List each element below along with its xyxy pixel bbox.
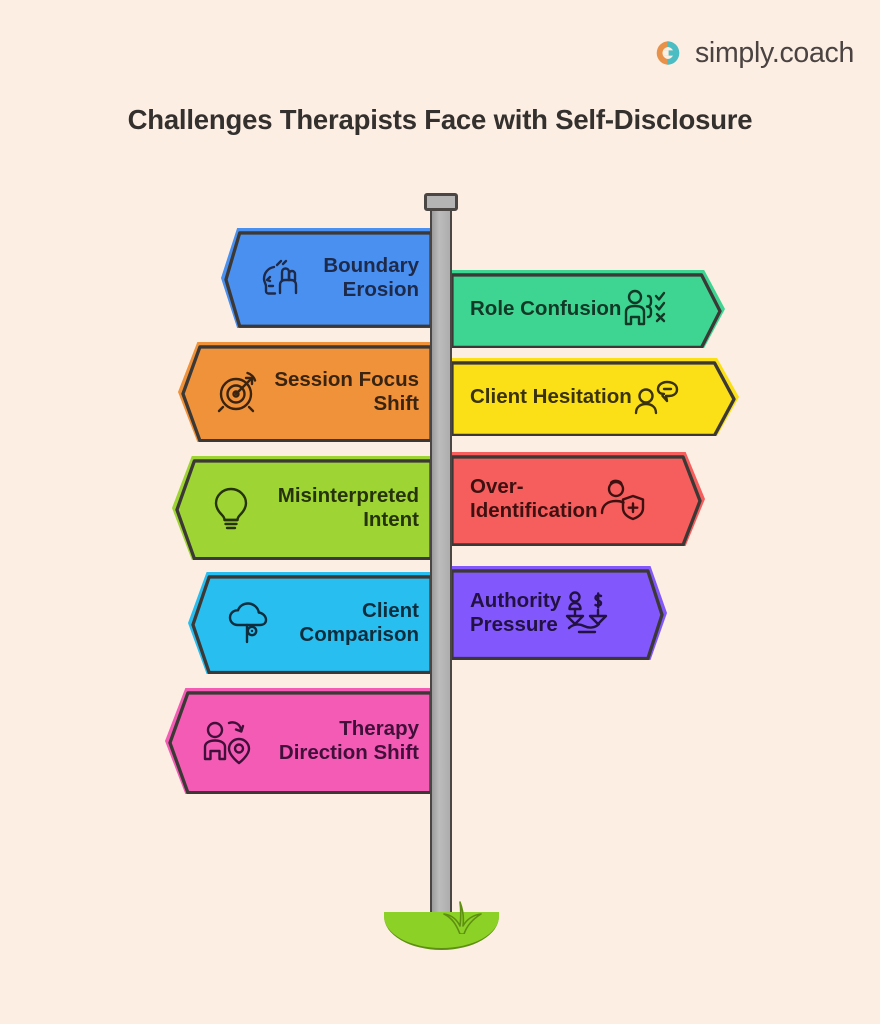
target-dart-icon bbox=[215, 368, 263, 416]
simply-coach-logo-icon bbox=[656, 41, 680, 65]
signpost-shaft bbox=[430, 208, 452, 920]
sign-label: Client Comparison bbox=[299, 599, 419, 646]
person-shield-plus-icon bbox=[600, 479, 644, 521]
person-speech-hesitation-icon bbox=[632, 375, 682, 419]
person-checklist-icon bbox=[621, 286, 671, 332]
sign-label: Role Confusion bbox=[470, 297, 622, 321]
hand-head-boundary-icon bbox=[262, 259, 298, 295]
person-direction-pin-icon bbox=[202, 717, 256, 765]
person-shield-plus-icon bbox=[598, 477, 648, 521]
sign-role-confusion[interactable]: Role Confusion bbox=[447, 270, 725, 348]
lightbulb-icon bbox=[214, 487, 248, 530]
hand-head-boundary-icon bbox=[258, 255, 304, 301]
cloud-tree-icon bbox=[225, 600, 273, 646]
brand-name: simply.coach bbox=[694, 36, 854, 69]
sign-label: Session Focus Shift bbox=[274, 368, 419, 415]
page-title: Challenges Therapists Face with Self-Dis… bbox=[127, 104, 753, 135]
sign-boundary-erosion[interactable]: Boundary Erosion bbox=[221, 228, 436, 328]
sign-label: Authority Pressure bbox=[470, 589, 562, 636]
sign-client-comparison[interactable]: Client Comparison bbox=[188, 572, 436, 674]
sign-label: Boundary Erosion bbox=[323, 254, 419, 301]
sign-misinterpreted-intent[interactable]: Misinterpreted Intent bbox=[172, 456, 436, 560]
sign-therapy-direction-shift[interactable]: Therapy Direction Shift bbox=[165, 688, 436, 794]
sign-label: Therapy Direction Shift bbox=[278, 717, 419, 764]
sign-client-hesitation[interactable]: Client Hesitation bbox=[447, 358, 739, 436]
cloud-tree-icon bbox=[228, 602, 268, 644]
brand-logo: simply.coach bbox=[651, 36, 854, 70]
signpost-cap bbox=[424, 193, 458, 211]
lightbulb-icon bbox=[209, 484, 253, 532]
grass-tuft-icon bbox=[443, 901, 482, 934]
sign-label: Over- Identification bbox=[470, 475, 598, 522]
sign-label: Client Hesitation bbox=[470, 385, 632, 409]
balance-scale-money-icon bbox=[561, 590, 613, 636]
sign-label: Misinterpreted Intent bbox=[277, 484, 419, 531]
target-dart-icon bbox=[217, 371, 257, 413]
person-speech-hesitation-icon bbox=[634, 380, 678, 415]
balance-scale-money-icon bbox=[565, 591, 608, 634]
person-direction-pin-icon bbox=[203, 721, 251, 765]
person-checklist-icon bbox=[625, 289, 666, 326]
sign-session-focus-shift[interactable]: Session Focus Shift bbox=[178, 342, 436, 442]
sign-authority-pressure[interactable]: Authority Pressure bbox=[447, 566, 667, 660]
sign-over-identification[interactable]: Over- Identification bbox=[447, 452, 705, 546]
